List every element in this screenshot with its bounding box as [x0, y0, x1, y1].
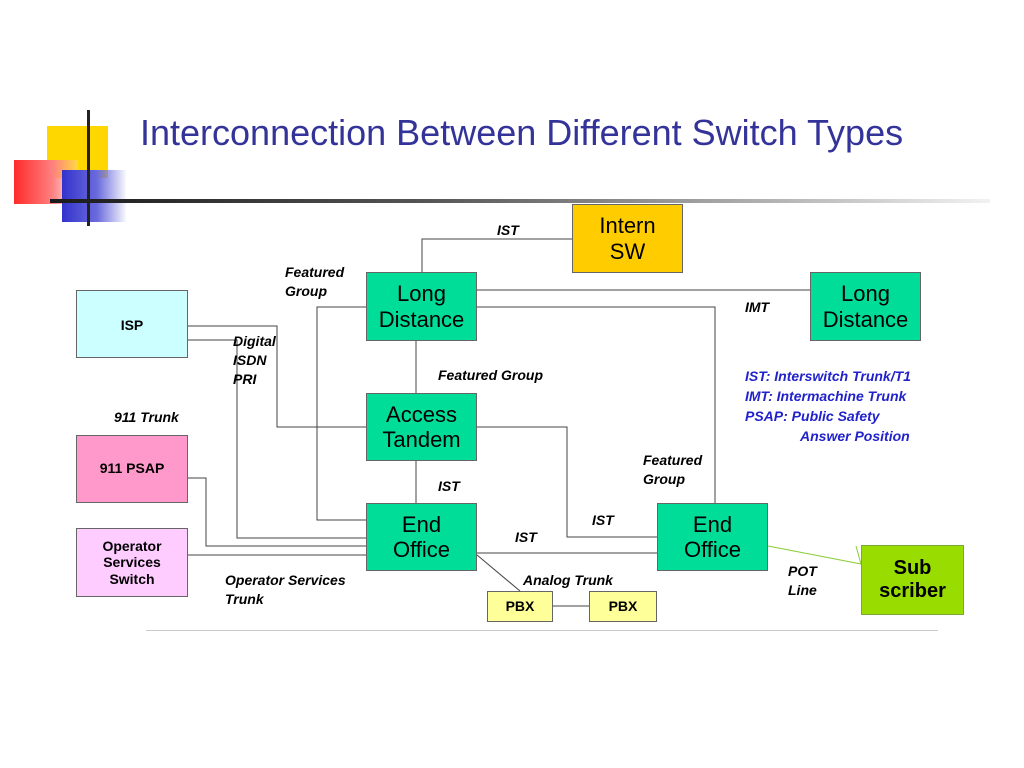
label-911-trunk: 911 Trunk — [114, 409, 179, 425]
legend-imt: IMT: Intermachine Trunk — [745, 388, 907, 404]
label-ist-bottom: IST — [515, 529, 537, 545]
slide-title: Interconnection Between Different Switch… — [140, 112, 904, 153]
label-featured-group-ld: Featured Group — [285, 264, 345, 299]
link-tandem-eo2 — [477, 426, 657, 538]
link-eo1-pbx — [476, 554, 521, 592]
label-featured-group-right: Featured Group — [643, 452, 703, 487]
label-operator-services-trunk: Operator Services Trunk — [225, 572, 346, 607]
link-pot — [767, 545, 862, 565]
node-intern-sw: Intern SW — [572, 204, 683, 273]
node-isp: ISP — [76, 290, 188, 358]
node-end-office-1: End Office — [366, 503, 477, 571]
label-digital-isdn-pri: Digital ISDN PRI — [233, 333, 276, 387]
link-ist-top — [421, 238, 572, 272]
legend-psap-cont: Answer Position — [800, 428, 910, 444]
node-911-psap: 911 PSAP — [76, 435, 188, 503]
link-isp-eo1 — [188, 339, 366, 539]
link-ld-eo1 — [316, 306, 366, 521]
link-pot-tick — [855, 545, 862, 565]
node-end-office-2: End Office — [657, 503, 768, 571]
node-operator-services-switch: Operator Services Switch — [76, 528, 188, 597]
legend-ist: IST: Interswitch Trunk/T1 — [745, 368, 911, 384]
node-pbx-2: PBX — [589, 591, 657, 622]
link-isp-tandem — [188, 325, 366, 428]
node-access-tandem: Access Tandem — [366, 393, 477, 461]
node-long-distance-1: Long Distance — [366, 272, 477, 341]
node-long-distance-2: Long Distance — [810, 272, 921, 341]
link-psap-eo1 — [188, 477, 366, 547]
label-featured-group-mid: Featured Group — [438, 367, 544, 383]
label-pot-line: POT Line — [788, 563, 817, 598]
label-ist-right: IST — [592, 512, 614, 528]
label-ist-top: IST — [497, 222, 519, 238]
title-underline — [50, 199, 990, 203]
node-pbx-1: PBX — [487, 591, 553, 622]
label-analog-trunk: Analog Trunk — [523, 572, 613, 588]
node-subscriber: Sub scriber — [861, 545, 964, 615]
label-imt: IMT — [745, 299, 770, 315]
label-ist-mid: IST — [438, 478, 460, 494]
logo-square-blue — [62, 170, 126, 222]
link-ld-eo2 — [477, 306, 716, 503]
logo-vertical-line — [87, 110, 90, 226]
legend-psap: PSAP: Public Safety — [745, 408, 880, 424]
bottom-divider — [146, 630, 938, 631]
